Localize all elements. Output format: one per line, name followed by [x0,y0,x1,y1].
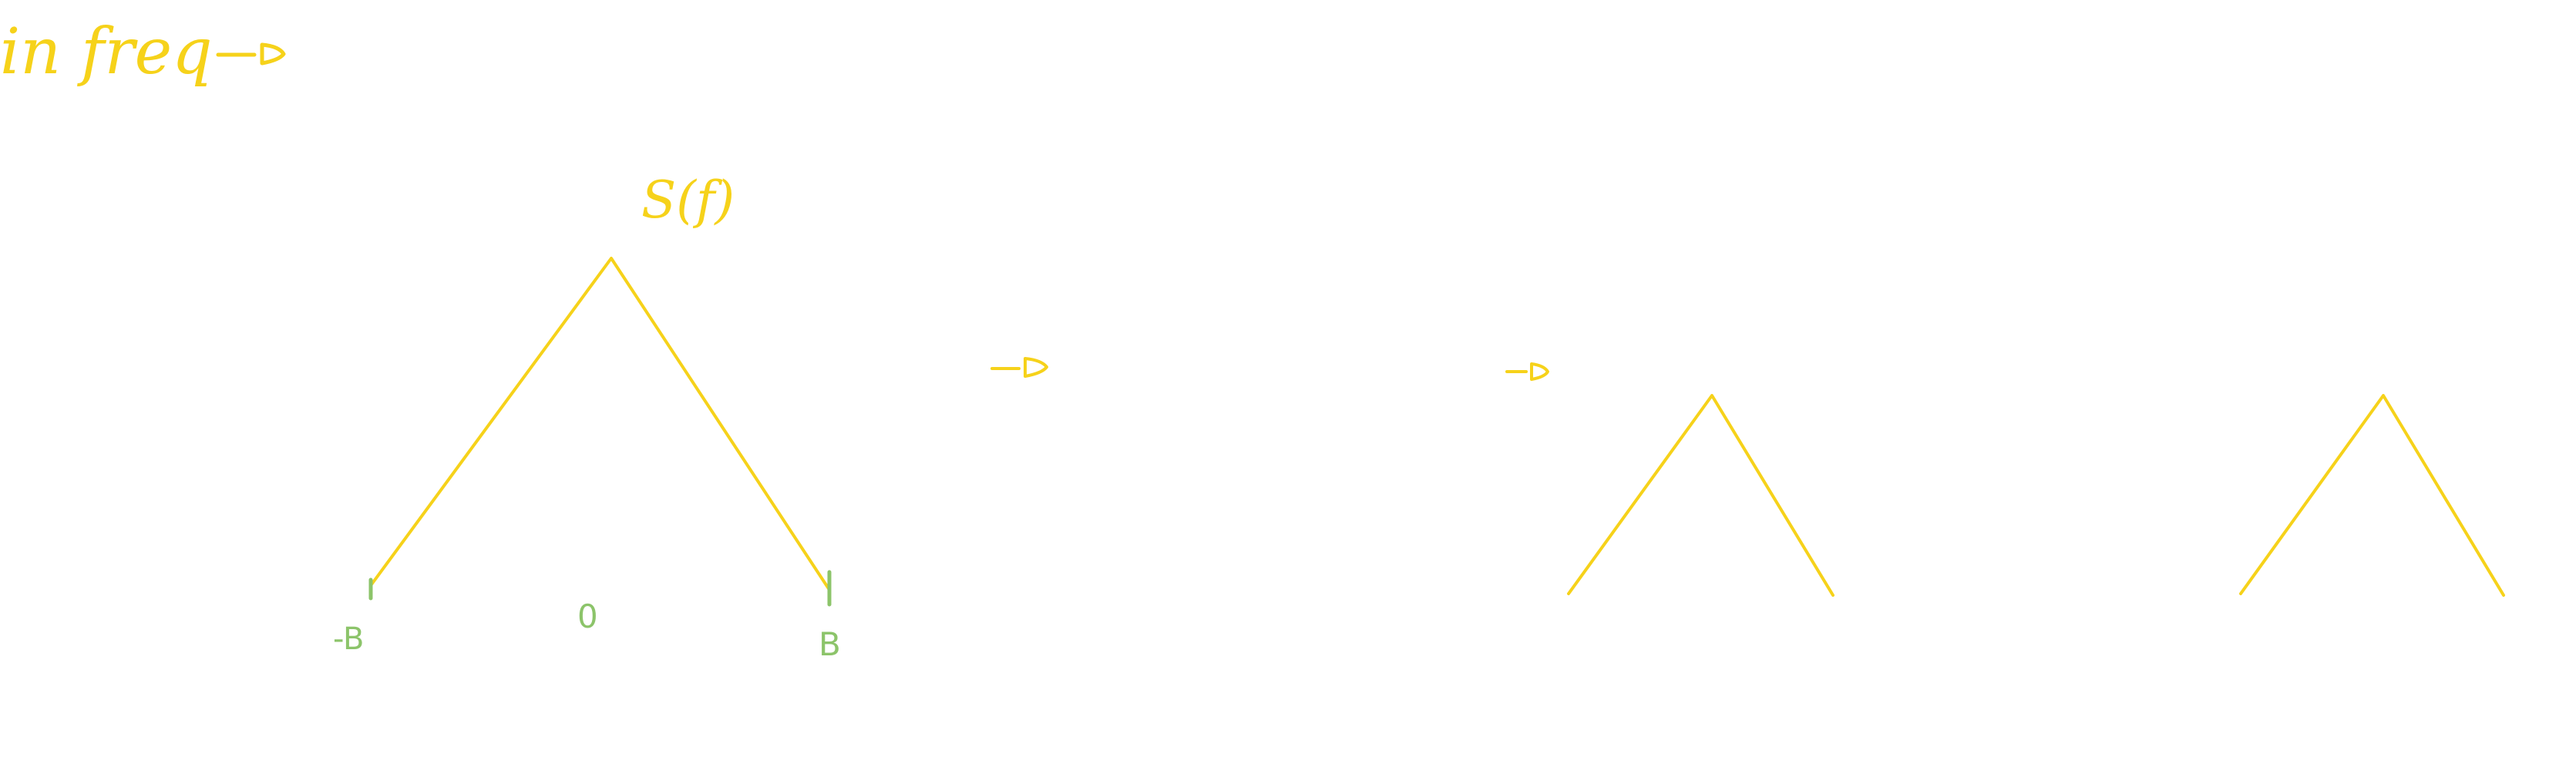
spectrum-label: S(f) [641,170,735,230]
spectrum-triangle-2 [1567,394,1834,597]
heading-text: in freq [0,15,213,89]
axis-label-neg-b: -B [333,621,364,657]
axis-label-zero: 0 [577,598,598,635]
axis-label-pos-b: B [819,625,841,663]
arrow-icon-2 [1505,362,1549,381]
spectrum-triangle-3 [2239,394,2505,597]
arrow-icon-1 [990,357,1048,378]
spectrum-triangle-main [370,257,831,591]
heading-arrow-icon [216,42,286,66]
